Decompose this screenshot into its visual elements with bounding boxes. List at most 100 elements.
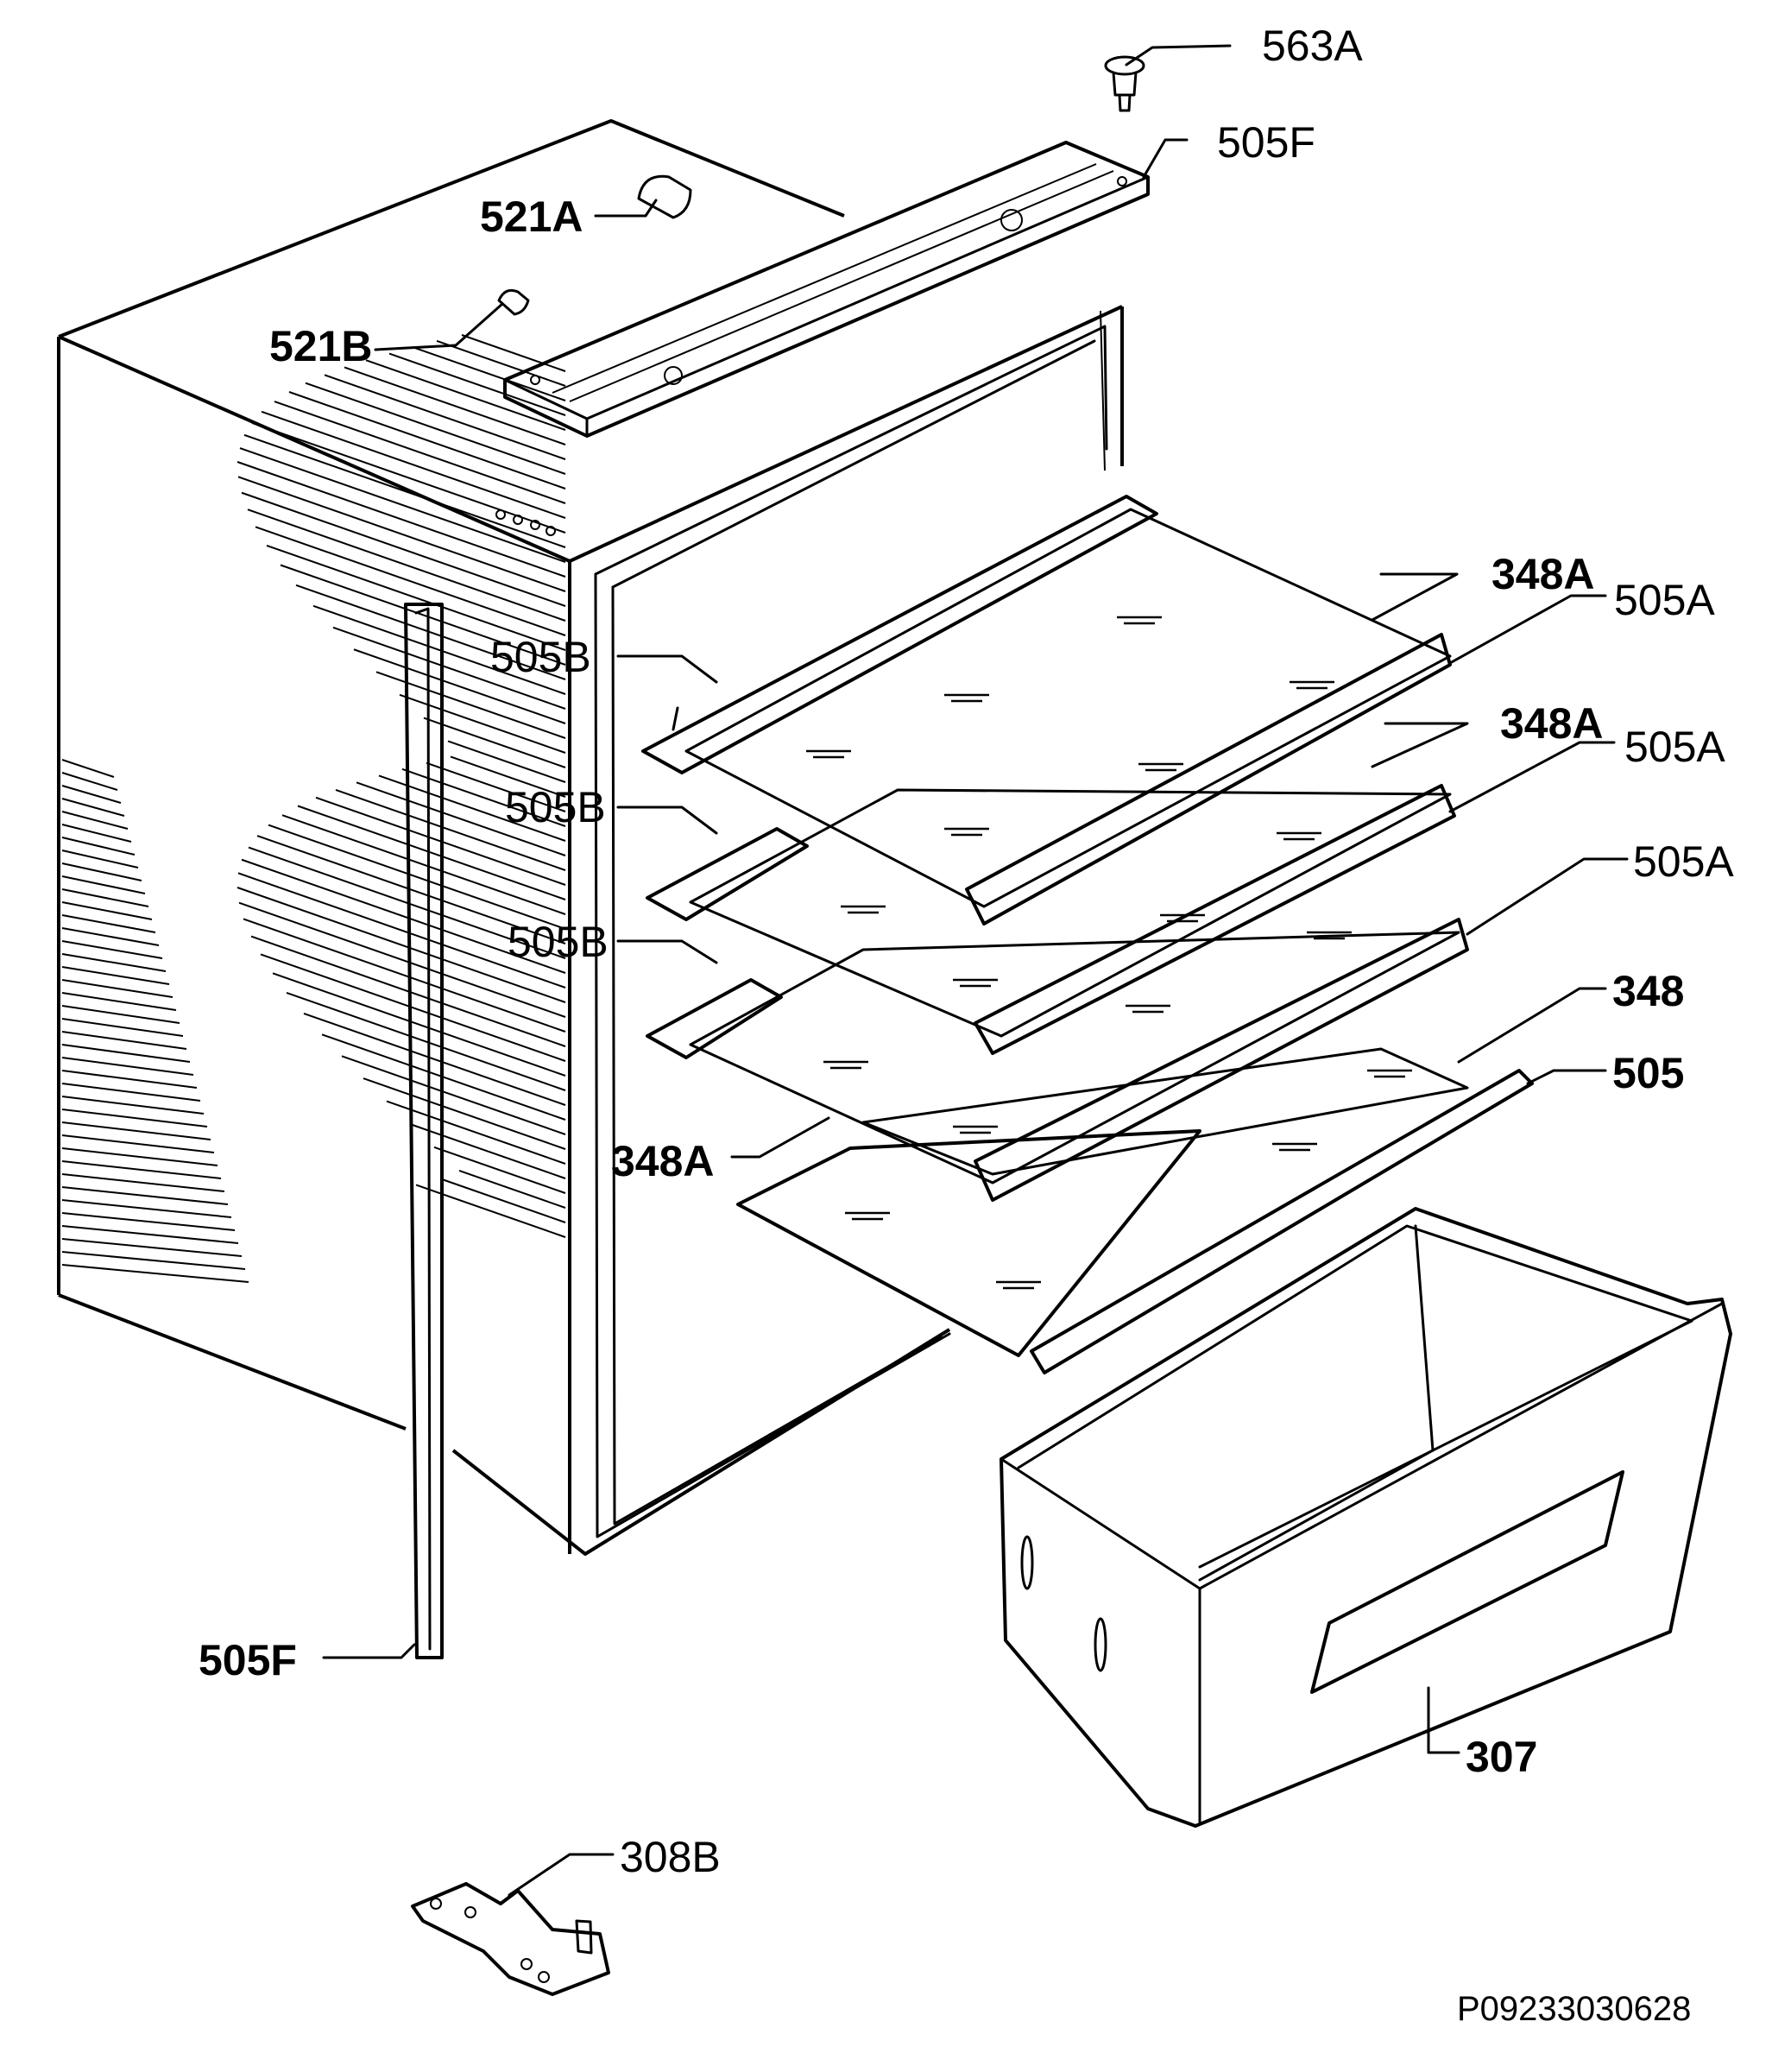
hatch-line [447, 740, 566, 783]
crisper-cover-glass [736, 1129, 1201, 1357]
callout-348a-1: 348A [1491, 550, 1595, 598]
hatch-line [286, 992, 566, 1091]
hatch-line [241, 491, 566, 607]
cover-521b-part [497, 288, 530, 316]
hatch-line [461, 334, 566, 372]
callout-521b: 521B [269, 322, 373, 370]
hatch-line [386, 1100, 566, 1165]
hatch-line [251, 422, 566, 534]
hatch-line [295, 584, 566, 680]
hatch-line [312, 604, 566, 695]
callout-505b-3: 505B [508, 918, 609, 966]
hatch-line [61, 1134, 215, 1153]
callout-505a-1: 505A [1614, 576, 1715, 624]
hatch-line [61, 759, 115, 778]
trim-505-strip [1030, 1069, 1534, 1374]
hatch-line [61, 901, 153, 920]
callout-348a-2: 348A [1500, 699, 1604, 748]
hatch-line [61, 1160, 222, 1179]
callout-505b-1: 505B [490, 633, 591, 681]
hatch-line [61, 1044, 191, 1063]
hatch-line [375, 671, 566, 739]
hatch-line [297, 805, 566, 900]
callout-307: 307 [1466, 1733, 1537, 1781]
hatch-line [356, 781, 566, 856]
hatch-line [248, 846, 566, 959]
hatch-line [436, 339, 566, 387]
crisper-drawer [1000, 1207, 1732, 1828]
hatch-line [412, 346, 566, 401]
hatch-line [61, 966, 170, 985]
callout-308b: 308B [620, 1833, 721, 1881]
callout-348a-3: 348A [611, 1137, 715, 1185]
hatch-line [365, 359, 566, 431]
callout-563a: 563A [1262, 22, 1363, 70]
hatch-line [61, 1147, 218, 1166]
refrigerator-cabinet [57, 119, 1124, 1556]
hatch-line [61, 1096, 205, 1115]
top-trim-strip-part [503, 141, 1150, 438]
hatch-line [256, 835, 566, 944]
callout-labels: 563A 505F 521A 521B 348A 505A 505B 348A … [199, 22, 1734, 1881]
hatch-line [335, 788, 566, 871]
hatch-line [61, 992, 177, 1011]
hatch-line [61, 1238, 243, 1257]
hatch-line [61, 798, 125, 817]
hatch-line [415, 1184, 566, 1238]
hatch-line [61, 953, 167, 972]
hatch-line [61, 1031, 187, 1050]
hatch-line [255, 526, 566, 636]
hatch-line [61, 888, 149, 907]
hatch-line [61, 1173, 225, 1192]
hatch-line [61, 1199, 232, 1218]
hatch-line [61, 772, 118, 791]
hatch-line [388, 352, 566, 416]
hatch-line [237, 476, 566, 592]
callout-505f-side: 505F [199, 1636, 297, 1684]
hatch-line [423, 717, 566, 768]
leader-lines [322, 44, 1629, 1897]
hatch-line [61, 1264, 249, 1283]
glass-shelf-348 [861, 1047, 1469, 1176]
side-shading [61, 334, 566, 1283]
hatch-line [268, 824, 566, 930]
callout-505a-3: 505A [1633, 837, 1734, 886]
hatch-line [241, 858, 566, 974]
hatch-line [61, 1225, 239, 1244]
hatch-line [344, 366, 566, 445]
callout-521a: 521A [480, 193, 583, 241]
hinge-bracket-part [411, 1882, 610, 1996]
hatch-line [61, 824, 132, 843]
hatch-line [61, 979, 173, 998]
hatch-line [341, 1055, 566, 1135]
hatch-line [61, 914, 156, 933]
hatch-line [399, 693, 566, 754]
hatch-line [61, 1018, 184, 1037]
hatch-line [239, 447, 566, 563]
hatch-line [288, 391, 566, 490]
hatch-line [237, 872, 566, 989]
hatch-line [236, 461, 566, 578]
hatch-line [61, 850, 139, 869]
glass-markings [806, 616, 1412, 1290]
callout-348: 348 [1612, 967, 1684, 1015]
door-gasket-strip [404, 603, 444, 1659]
hatch-line [61, 862, 142, 881]
hatch-line [458, 1170, 566, 1209]
hatch-line [353, 648, 566, 724]
glass-shelf-3 [646, 918, 1469, 1202]
hatch-line [409, 1123, 566, 1179]
hatch-line [378, 774, 566, 842]
hatch-line [61, 837, 136, 856]
hatch-line [61, 1057, 194, 1076]
glass-shelf-2 [646, 784, 1456, 1055]
hatch-line [238, 901, 566, 1018]
hatch-line [439, 1178, 566, 1223]
hatch-line [332, 626, 566, 710]
hatch-line [433, 1146, 566, 1194]
hatch-line [266, 544, 566, 651]
hatch-line [61, 1212, 236, 1231]
hatch-line [236, 887, 566, 1003]
hatch-line [61, 1121, 211, 1140]
